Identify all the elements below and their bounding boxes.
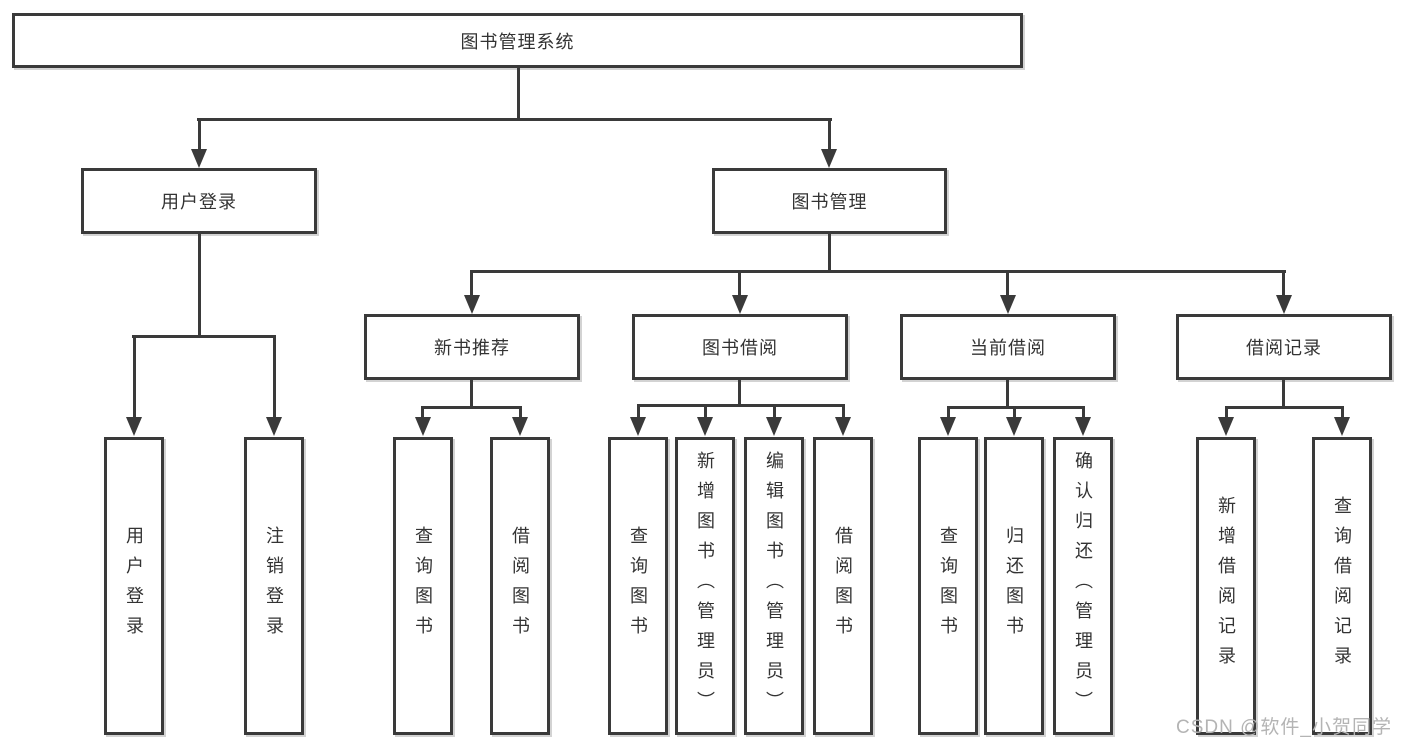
connector-line [421,406,522,409]
connector-line [947,406,950,420]
connector-line [133,335,136,419]
connector-line [773,404,776,420]
node-borrow-record: 借阅记录 [1176,314,1392,380]
arrow-down-icon [630,417,646,436]
connector-line [947,406,1085,409]
node-leaf-recommend-borrow-book: 借阅图书 [490,437,550,735]
arrow-down-icon [415,417,431,436]
connector-line [1082,406,1085,420]
connector-line [828,118,831,152]
node-leaf-current-query-book: 查询图书 [918,437,978,735]
arrow-down-icon [1006,417,1022,436]
node-leaf-current-query-book-label: 查询图书 [938,526,958,646]
node-leaf-borrow-book: 借阅图书 [813,437,873,735]
arrow-down-icon [940,417,956,436]
connector-line [198,232,201,338]
node-leaf-return-book: 归还图书 [984,437,1044,735]
connector-line [273,335,276,419]
arrow-down-icon [512,417,528,436]
node-leaf-add-borrow-record-label: 新增借阅记录 [1216,496,1236,676]
connector-line [704,404,707,420]
connector-line [1225,406,1228,420]
node-book-management-label: 图书管理 [791,192,868,212]
connector-line [519,406,522,420]
node-leaf-borrow-book-label: 借阅图书 [833,526,853,646]
node-leaf-borrow-query-book: 查询图书 [608,437,668,735]
arrow-down-icon [766,417,782,436]
node-user-login: 用户登录 [81,168,317,234]
connector-line [132,335,276,338]
node-leaf-confirm-return-admin-label: 确认归还（管理员） [1073,451,1093,721]
node-leaf-user-login: 用户登录 [104,437,164,735]
node-new-book-recommend: 新书推荐 [364,314,580,380]
arrow-down-icon [1334,417,1350,436]
arrow-down-icon [1075,417,1091,436]
node-current-borrow: 当前借阅 [900,314,1116,380]
arrow-down-icon [266,417,282,436]
node-book-borrow-label: 图书借阅 [702,338,778,358]
node-leaf-edit-book-admin: 编辑图书（管理员） [744,437,804,735]
connector-line [1013,406,1016,420]
connector-line [637,404,844,407]
connector-line [842,404,845,420]
node-leaf-borrow-query-book-label: 查询图书 [628,526,648,646]
node-leaf-add-borrow-record: 新增借阅记录 [1196,437,1256,735]
arrow-down-icon [1000,295,1016,314]
connector-line [1225,406,1343,409]
node-leaf-query-borrow-record-label: 查询借阅记录 [1332,496,1352,676]
csdn-watermark: CSDN @软件_小贺同学 [1176,717,1392,738]
arrow-down-icon [1218,417,1234,436]
connector-line [470,270,1286,273]
connector-line [421,406,424,420]
arrow-down-icon [1276,295,1292,314]
node-root: 图书管理系统 [12,13,1023,68]
node-borrow-record-label: 借阅记录 [1246,338,1322,358]
connector-line [1341,406,1344,420]
node-leaf-add-book-admin: 新增图书（管理员） [675,437,735,735]
connector-line [828,232,831,272]
connector-line [1282,270,1285,296]
connector-line [738,378,741,406]
connector-line [198,118,201,152]
arrow-down-icon [126,417,142,436]
connector-line [517,66,520,120]
node-leaf-user-login-label: 用户登录 [124,526,144,646]
node-leaf-logout: 注销登录 [244,437,304,735]
node-current-borrow-label: 当前借阅 [970,338,1046,358]
connector-line [637,404,640,420]
connector-line [470,270,473,296]
node-book-management: 图书管理 [712,168,947,234]
node-leaf-logout-label: 注销登录 [264,526,284,646]
node-leaf-recommend-query-book: 查询图书 [393,437,453,735]
connector-line [1006,378,1009,408]
arrow-down-icon [732,295,748,314]
connector-line [197,118,832,121]
node-leaf-confirm-return-admin: 确认归还（管理员） [1053,437,1113,735]
node-leaf-edit-book-admin-label: 编辑图书（管理员） [764,451,784,721]
node-leaf-return-book-label: 归还图书 [1004,526,1024,646]
connector-line [1006,270,1009,296]
arrow-down-icon [835,417,851,436]
arrow-down-icon [191,149,207,168]
connector-line [1282,378,1285,408]
node-leaf-recommend-query-book-label: 查询图书 [413,526,433,646]
connector-line [470,378,473,408]
arrow-down-icon [697,417,713,436]
connector-line [738,270,741,296]
node-leaf-recommend-borrow-book-label: 借阅图书 [510,526,530,646]
arrow-down-icon [821,149,837,168]
node-root-label: 图书管理系统 [460,31,575,52]
node-leaf-query-borrow-record: 查询借阅记录 [1312,437,1372,735]
arrow-down-icon [464,295,480,314]
node-user-login-label: 用户登录 [161,192,237,212]
node-leaf-add-book-admin-label: 新增图书（管理员） [695,451,715,721]
node-new-book-recommend-label: 新书推荐 [434,338,510,358]
node-book-borrow: 图书借阅 [632,314,848,380]
